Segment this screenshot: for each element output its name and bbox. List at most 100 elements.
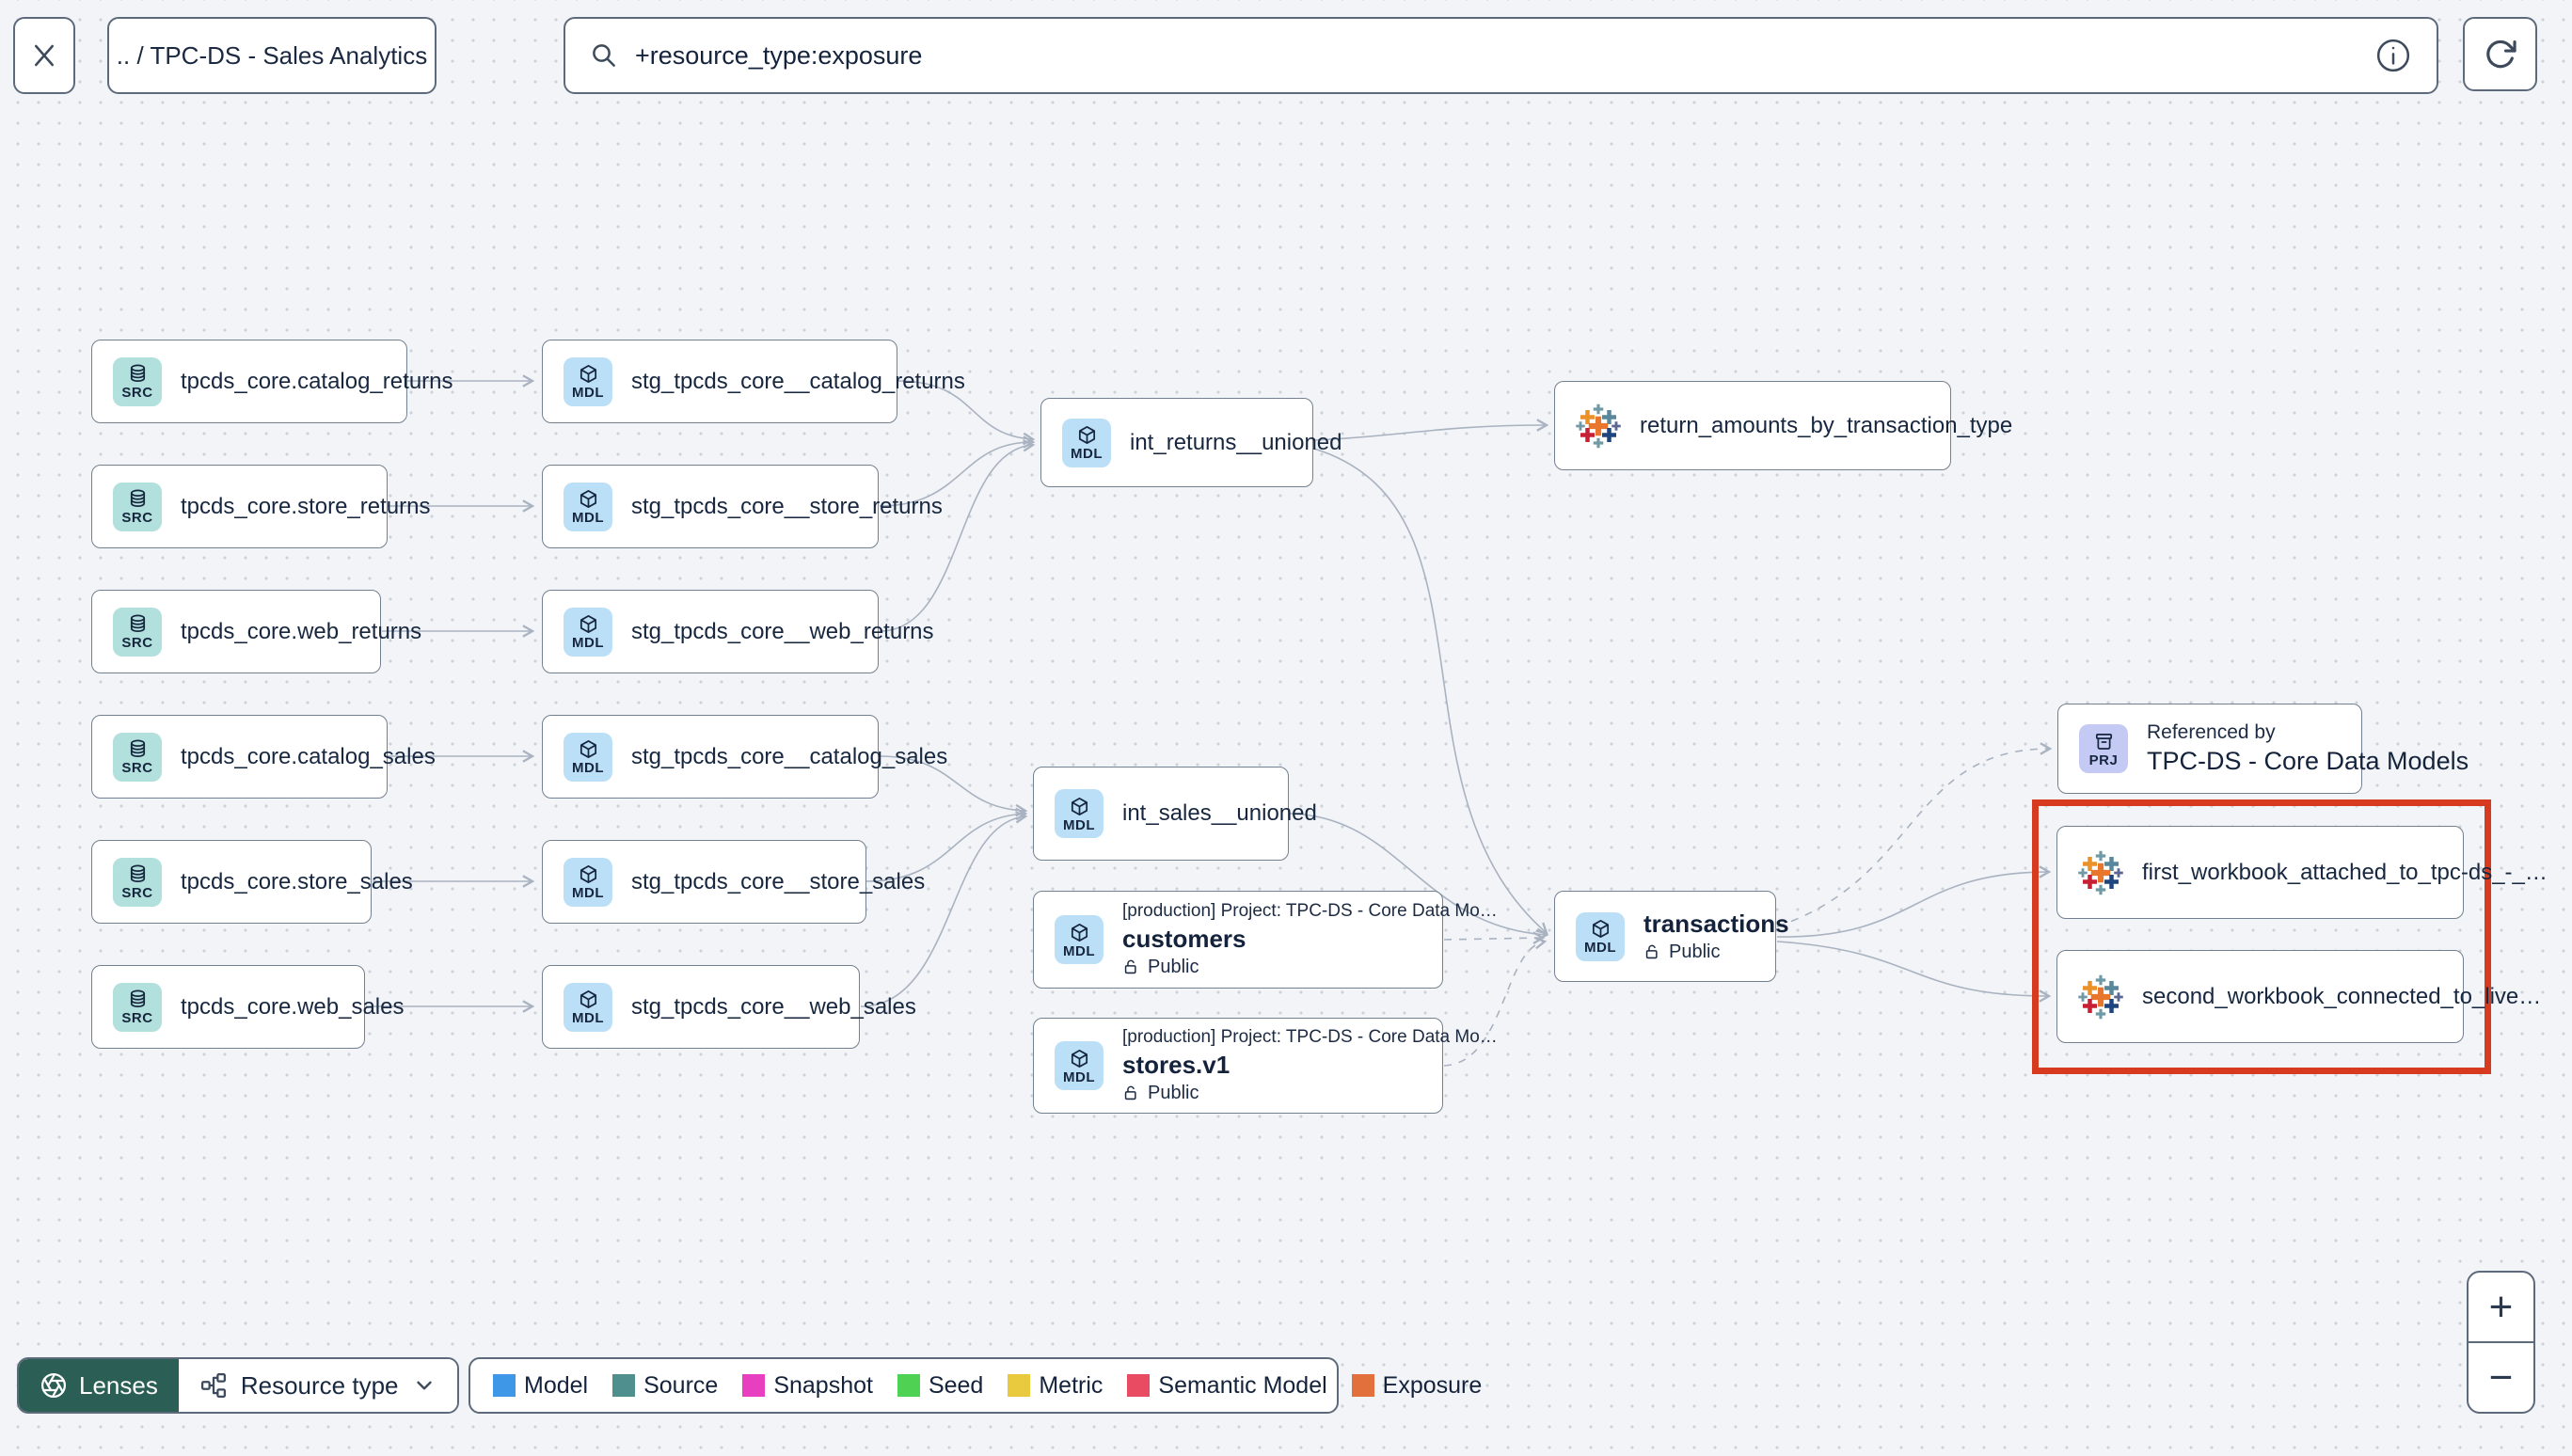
model-type-badge: MDL (1062, 418, 1111, 467)
node-model-customers[interactable]: MDL [production] Project: TPC-DS - Core … (1033, 891, 1498, 989)
model-name: customers (1122, 925, 1246, 953)
node-model-stg-store-returns[interactable]: MDL stg_tpcds_core__store_returns (542, 465, 943, 548)
breadcrumb-label: .. / TPC-DS - Sales Analytics (116, 40, 428, 70)
model-type-badge: MDL (564, 732, 612, 782)
node-model-stg-catalog-returns[interactable]: MDL stg_tpcds_core__catalog_returns (542, 340, 965, 423)
source-type-badge: SRC (113, 482, 162, 531)
close-button[interactable] (13, 17, 75, 94)
search-icon (593, 44, 615, 67)
node-exposure-second-workbook[interactable]: second_workbook_connected_to_live… (2056, 950, 2541, 1043)
plus-icon: + (2488, 1283, 2514, 1330)
legend-item-metric: Metric (1008, 1372, 1103, 1400)
archive-icon (2095, 733, 2112, 750)
legend-item-model: Model (493, 1372, 588, 1400)
referenced-by-title: Referenced by (2147, 721, 2276, 743)
node-source-store-returns[interactable]: SRC tpcds_core.store_returns (91, 465, 430, 548)
model-name: stores.v1 (1122, 1051, 1230, 1079)
project-line: [production] Project: TPC-DS - Core Data… (1122, 1027, 1498, 1047)
database-icon (130, 864, 145, 883)
lenses-label: Lenses (79, 1370, 158, 1400)
zoom-out-button[interactable]: − (2469, 1343, 2533, 1412)
source-type-badge: SRC (113, 857, 162, 907)
info-icon[interactable] (2374, 37, 2412, 74)
node-model-stg-web-sales[interactable]: MDL stg_tpcds_core__web_sales (542, 965, 916, 1049)
node-source-web-returns[interactable]: SRC tpcds_core.web_returns (91, 590, 421, 673)
legend-item-exposure: Exposure (1351, 1372, 1482, 1400)
node-model-stg-catalog-sales[interactable]: MDL stg_tpcds_core__catalog_sales (542, 715, 947, 799)
model-type-badge: MDL (1576, 911, 1625, 961)
chevron-down-icon (416, 1381, 432, 1390)
aperture-icon (41, 1373, 66, 1398)
tableau-icon (2078, 974, 2123, 1020)
cube-icon (1078, 426, 1095, 444)
resource-type-dropdown[interactable]: Resource type (178, 1359, 457, 1412)
node-referenced-by-project[interactable]: PRJ Referenced by TPC-DS - Core Data Mod… (2057, 704, 2469, 794)
model-type-badge: MDL (564, 356, 612, 406)
node-model-stores-v1[interactable]: MDL [production] Project: TPC-DS - Core … (1033, 1018, 1498, 1114)
resource-type-label: Resource type (240, 1370, 399, 1400)
legend-swatch (493, 1374, 516, 1397)
project-type-badge: PRJ (2079, 724, 2128, 773)
node-exposure-first-workbook[interactable]: first_workbook_attached_to_tpc-ds_-_… (2056, 826, 2548, 919)
legend-swatch (612, 1374, 636, 1397)
node-source-store-sales[interactable]: SRC tpcds_core.store_sales (91, 840, 413, 924)
legend-swatch (742, 1374, 766, 1397)
database-icon (130, 364, 145, 383)
cube-icon (1592, 920, 1609, 938)
zoom-in-button[interactable]: + (2469, 1273, 2533, 1341)
access-line: Public (1122, 1083, 1498, 1104)
legend-swatch (1351, 1374, 1374, 1397)
legend-item-seed: Seed (897, 1372, 983, 1400)
project-line: [production] Project: TPC-DS - Core Data… (1122, 901, 1498, 921)
lock-open-icon (1124, 959, 1136, 974)
node-model-stg-store-sales[interactable]: MDL stg_tpcds_core__store_sales (542, 840, 925, 924)
node-source-web-sales[interactable]: SRC tpcds_core.web_sales (91, 965, 404, 1049)
model-type-badge: MDL (564, 607, 612, 657)
model-type-badge: MDL (564, 482, 612, 531)
legend-item-snapshot: Snapshot (742, 1372, 873, 1400)
search-input[interactable] (635, 40, 2358, 71)
node-source-catalog-sales[interactable]: SRC tpcds_core.catalog_sales (91, 715, 436, 799)
minus-icon: − (2488, 1353, 2514, 1401)
legend-item-source: Source (612, 1372, 718, 1400)
cube-icon (1071, 923, 1088, 942)
cube-icon (579, 365, 596, 383)
database-icon (130, 739, 145, 758)
model-type-badge: MDL (1055, 1041, 1103, 1090)
resource-type-legend: Model Source Snapshot Seed Metric Semant… (468, 1357, 1482, 1414)
model-type-badge: MDL (1055, 789, 1103, 838)
refresh-button[interactable] (2463, 17, 2537, 91)
legend-swatch (1127, 1374, 1151, 1397)
source-type-badge: SRC (113, 982, 162, 1032)
node-model-int-sales-unioned[interactable]: MDL int_sales__unioned (1033, 767, 1317, 861)
refresh-icon (2485, 40, 2516, 68)
tableau-icon (1576, 404, 1621, 449)
database-icon (130, 989, 145, 1008)
model-name: transactions (1643, 910, 1789, 938)
node-model-transactions[interactable]: MDL transactions Public (1554, 891, 1789, 982)
source-type-badge: SRC (113, 607, 162, 657)
referenced-by-project-name: TPC-DS - Core Data Models (2147, 747, 2469, 775)
legend-swatch (1008, 1374, 1031, 1397)
access-line: Public (1643, 942, 1789, 963)
node-source-catalog-returns[interactable]: SRC tpcds_core.catalog_returns (91, 340, 453, 423)
zoom-divider (2469, 1341, 2533, 1343)
node-model-stg-web-returns[interactable]: MDL stg_tpcds_core__web_returns (542, 590, 934, 673)
model-type-badge: MDL (564, 982, 612, 1032)
lock-open-icon (1124, 1085, 1136, 1100)
lenses-button[interactable]: Lenses (19, 1359, 179, 1412)
cube-icon (579, 740, 596, 758)
legend-swatch (897, 1374, 920, 1397)
node-model-int-returns-unioned[interactable]: MDL int_returns__unioned (1040, 398, 1342, 487)
access-line: Public (1122, 957, 1498, 978)
model-type-badge: MDL (1055, 915, 1103, 964)
cube-icon (579, 990, 596, 1008)
legend-item-semantic-model: Semantic Model (1127, 1372, 1327, 1400)
cube-icon (579, 865, 596, 883)
hierarchy-icon (200, 1373, 226, 1398)
zoom-control: + − (2467, 1271, 2535, 1414)
breadcrumb[interactable]: .. / TPC-DS - Sales Analytics (107, 17, 437, 94)
cube-icon (579, 615, 596, 633)
lenses-control: Lenses Resource type (17, 1357, 459, 1414)
node-exposure-return-amounts[interactable]: return_amounts_by_transaction_type (1554, 381, 2012, 470)
